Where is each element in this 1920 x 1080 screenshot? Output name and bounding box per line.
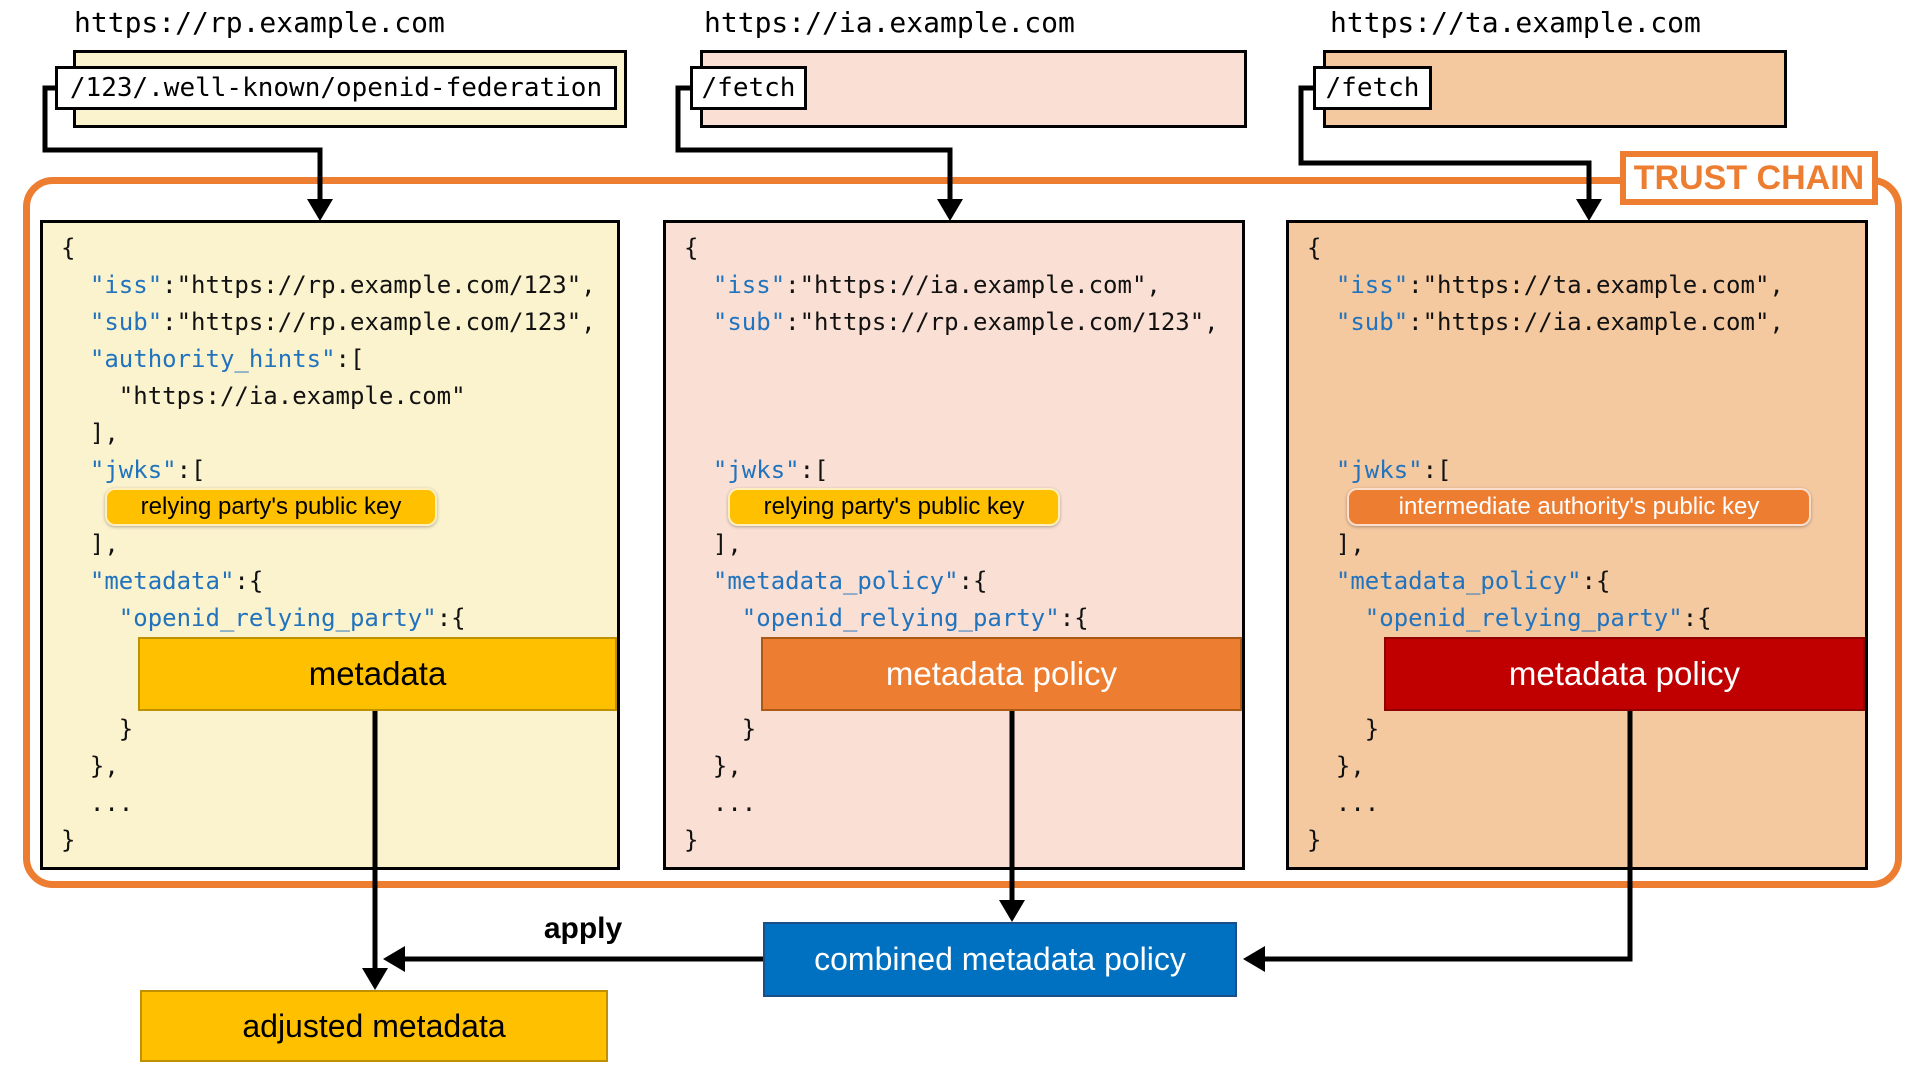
rp-public-key-badge: relying party's public key: [105, 488, 437, 526]
ia-metadata-policy-box: metadata policy: [761, 637, 1242, 711]
adjusted-metadata-box: adjusted metadata: [140, 990, 608, 1062]
ta-public-key-badge: intermediate authority's public key: [1347, 488, 1811, 526]
arrowhead-adjusted: [362, 968, 388, 990]
rp-wellknown-endpoint: /123/.well-known/openid-federation: [55, 66, 617, 110]
ia-entity-statement: { "iss":"https://ia.example.com", "sub":…: [663, 220, 1245, 870]
trust-chain-boundary: [23, 177, 1902, 888]
rp-entity-statement: { "iss":"https://rp.example.com/123", "s…: [40, 220, 620, 870]
ta-metadata-policy-box: metadata policy: [1384, 637, 1865, 711]
ta-entity-statement: { "iss":"https://ta.example.com", "sub":…: [1286, 220, 1868, 870]
rp-metadata-box: metadata: [138, 637, 617, 711]
combined-metadata-policy-box: combined metadata policy: [763, 922, 1237, 997]
ia-fetch-endpoint: /fetch: [690, 66, 807, 110]
rp-domain-title: https://rp.example.com: [74, 6, 445, 39]
rp-entity-statement-json: { "iss":"https://rp.example.com/123", "s…: [61, 234, 596, 854]
ta-entity-statement-json: { "iss":"https://ta.example.com", "sub":…: [1307, 234, 1784, 854]
trust-chain-label: TRUST CHAIN: [1620, 151, 1878, 205]
ia-domain-title: https://ia.example.com: [704, 6, 1075, 39]
ta-domain-title: https://ta.example.com: [1330, 6, 1701, 39]
apply-label: apply: [543, 912, 623, 945]
ia-entity-statement-json: { "iss":"https://ia.example.com", "sub":…: [684, 234, 1219, 854]
ta-fetch-endpoint: /fetch: [1313, 66, 1432, 110]
arrowhead-combined-right: [1243, 946, 1265, 972]
ia-public-key-badge: relying party's public key: [728, 488, 1060, 526]
arrowhead-combined-top: [999, 900, 1025, 922]
arrowhead-apply: [383, 946, 405, 972]
